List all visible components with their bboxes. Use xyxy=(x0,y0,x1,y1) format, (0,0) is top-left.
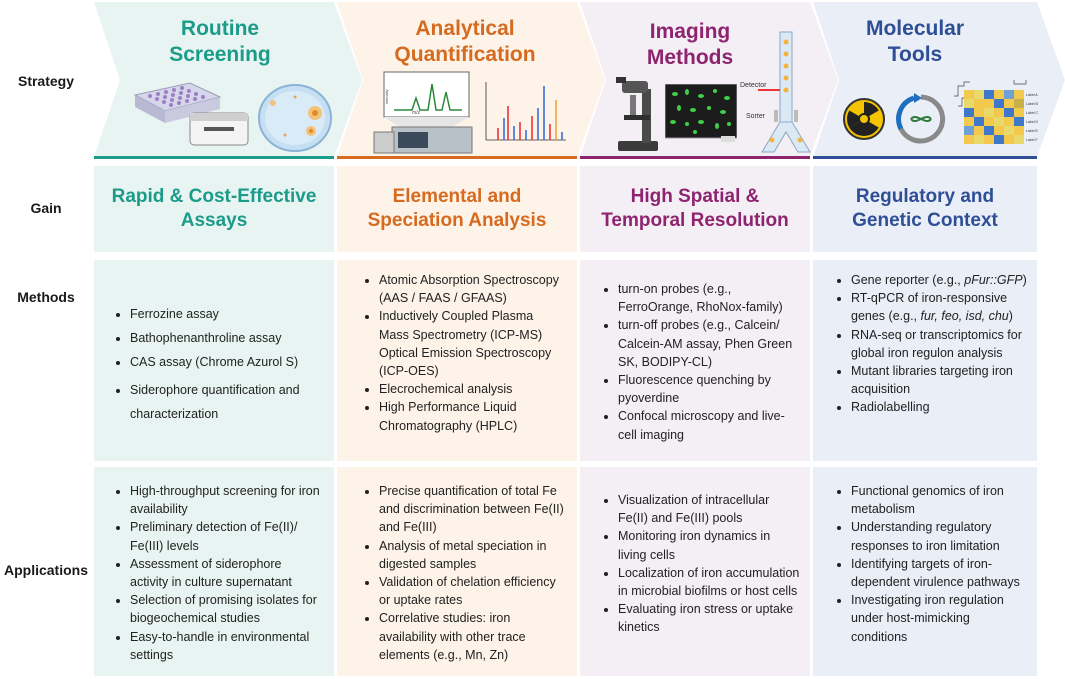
mass-spectrometer-icon: m/z intensity xyxy=(372,70,482,155)
list-item: CAS assay (Chrome Azurol S) xyxy=(130,353,322,371)
list-item: Validation of chelation efficiency or up… xyxy=(379,573,565,609)
methods-box-imaging: turn-on probes (e.g., FerroOrange, RhoNo… xyxy=(580,260,810,461)
detector-label: Detector xyxy=(740,82,767,89)
list-item: Monitoring iron dynamics in living cells xyxy=(618,527,800,563)
strategy-underline-imaging xyxy=(580,156,810,159)
gain-box-molecular xyxy=(813,166,1037,252)
list-item: Fluorescence quenching by pyoverdine xyxy=(618,371,800,407)
list-item: Analysis of metal speciation in digested… xyxy=(379,537,565,573)
applications-box-routine: High-throughput screening for iron avail… xyxy=(94,467,334,676)
list-item: Easy-to-handle in environmental settings xyxy=(130,628,322,664)
list-item: Radiolabelling xyxy=(851,398,1029,416)
strategy-underline-analytical xyxy=(337,156,577,159)
list-item: Preliminary detection of Fe(II)/ Fe(III)… xyxy=(130,518,322,554)
heatmap-label: Label B xyxy=(1026,102,1039,106)
list-item: Investigating iron regulation under host… xyxy=(851,591,1029,646)
row-label-applications: Applications xyxy=(3,562,88,578)
list-item: Understanding regulatory responses to ir… xyxy=(851,518,1029,554)
methods-box-routine: Ferrozine assay Bathophenanthroline assa… xyxy=(94,260,334,461)
heatmap-label: Label F xyxy=(1026,138,1038,142)
ms-intensity-label: intensity xyxy=(384,89,389,104)
list-item: Siderophore quantification and character… xyxy=(130,378,322,427)
list-item: Assessment of siderophore activity in cu… xyxy=(130,555,322,591)
radiation-icon xyxy=(842,97,886,141)
list-item: Mutant libraries targeting iron acquisit… xyxy=(851,362,1029,398)
strategy-underline-molecular xyxy=(813,156,1037,159)
list-item: Identifying targets of iron-dependent vi… xyxy=(851,555,1029,591)
heatmap-label: Label A xyxy=(1026,93,1038,97)
list-item: Elecrochemical analysis xyxy=(379,380,565,398)
gain-box-analytical xyxy=(337,166,577,252)
heatmap-label: Label E xyxy=(1026,129,1039,133)
applications-box-analytical: Precise quantification of total Fe and d… xyxy=(337,467,577,676)
list-item: RNA-seq or transcriptomics for global ir… xyxy=(851,326,1029,362)
list-item: Localization of iron accumulation in mic… xyxy=(618,564,800,600)
mass-spectrum-chart-icon xyxy=(478,78,568,148)
list-item: Functional genomics of iron metabolism xyxy=(851,482,1029,518)
row-label-gain: Gain xyxy=(30,200,62,216)
list-item: Ferrozine assay xyxy=(130,305,322,323)
methods-box-molecular: Gene reporter (e.g., pFur::GFP) RT-qPCR … xyxy=(813,260,1037,461)
gain-box-routine xyxy=(94,166,334,252)
gain-text-imaging: High Spatial &Temporal Resolution xyxy=(601,186,789,231)
microplate-reader-icon xyxy=(130,75,255,150)
list-item: High Performance Liquid Chromatography (… xyxy=(379,398,565,434)
fluorescence-image-icon xyxy=(664,83,738,142)
dna-cycle-icon xyxy=(894,92,948,146)
heatmap-label: Label C xyxy=(1026,111,1039,115)
row-label-strategy: Strategy xyxy=(17,73,75,89)
list-item: Precise quantification of total Fe and d… xyxy=(379,482,565,537)
strategy-underline-routine xyxy=(94,156,334,159)
list-item: Gene reporter (e.g., pFur::GFP) xyxy=(851,271,1029,289)
list-item: Visualization of intracellular Fe(II) an… xyxy=(618,491,800,527)
row-label-methods: Methods xyxy=(17,289,75,305)
list-item: Confocal microscopy and live-cell imagin… xyxy=(618,407,800,443)
list-item: High-throughput screening for iron avail… xyxy=(130,482,322,518)
methods-box-analytical: Atomic Absorption Spectroscopy (AAS / FA… xyxy=(337,260,577,461)
list-item: Correlative studies: iron availability w… xyxy=(379,609,565,664)
ms-mz-label: m/z xyxy=(412,110,421,116)
applications-box-imaging: Visualization of intracellular Fe(II) an… xyxy=(580,467,810,676)
flow-sorter-icon: Detector Sorter xyxy=(736,30,816,155)
list-item: Inductively Coupled Plasma Mass Spectrom… xyxy=(379,307,565,380)
heatmap-label: Label D xyxy=(1026,120,1039,124)
heatmap-icon: Label A Label B Label C Label D Label E … xyxy=(952,78,1047,158)
list-item: Evaluating iron stress or uptake kinetic… xyxy=(618,600,800,636)
petri-dish-icon xyxy=(255,83,335,153)
list-item: RT-qPCR of iron-responsive genes (e.g., … xyxy=(851,289,1029,325)
list-item: Bathophenanthroline assay xyxy=(130,329,322,347)
sorter-label: Sorter xyxy=(746,113,766,120)
list-item: turn-on probes (e.g., FerroOrange, RhoNo… xyxy=(618,280,800,316)
list-item: turn-off probes (e.g., Calcein/ Calcein-… xyxy=(618,316,800,371)
list-item: Selection of promising isolates for biog… xyxy=(130,591,322,627)
applications-box-molecular: Functional genomics of iron metabolism U… xyxy=(813,467,1037,676)
microscope-icon xyxy=(612,75,662,153)
gain-box-imaging xyxy=(580,166,810,252)
list-item: Atomic Absorption Spectroscopy (AAS / FA… xyxy=(379,271,565,307)
